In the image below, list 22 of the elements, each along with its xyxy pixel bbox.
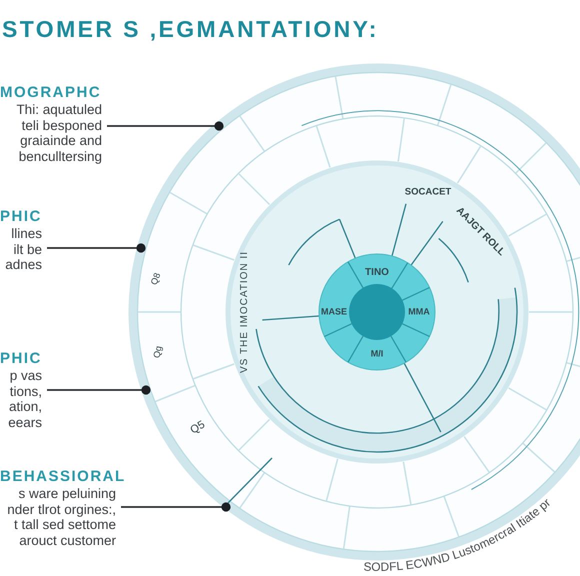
segment-heading: MOGRAPHC	[0, 84, 102, 102]
segment-description: s ware peluining nder tlrot orgines:, t tall sed settome arouct customer	[6, 486, 116, 548]
segment-description: p vas tions, ation, eears	[7, 368, 42, 430]
segment-heading: PHIC	[0, 350, 42, 368]
segment-heading: BEHASSIORAL	[0, 468, 126, 486]
segment-description: Thi: aquatuled teli besponed graiainde and benculltersing	[15, 102, 102, 164]
leader-line	[121, 502, 231, 512]
leader-line	[47, 385, 151, 395]
diagram-title: STOMER S ,EGMANTATIONY:	[2, 16, 379, 42]
cell-label: Q8	[150, 272, 162, 286]
core-segment-label: M/I	[370, 350, 384, 358]
core-segment-label: TINO	[365, 268, 389, 278]
cell-label: Q5	[188, 420, 208, 436]
leader-line	[107, 121, 224, 131]
segment-heading: PHIC	[0, 208, 42, 226]
core-segment-label: MASE	[321, 308, 347, 316]
segment-description: llines ilt be adnes	[4, 226, 42, 272]
leader-line	[47, 243, 146, 253]
vertical-label: VS THE IMOCATION II	[240, 251, 250, 373]
segment-label: SOCACET	[404, 187, 452, 197]
core-segment-label: MMA	[408, 308, 430, 316]
cell-label: Qg	[152, 345, 164, 359]
